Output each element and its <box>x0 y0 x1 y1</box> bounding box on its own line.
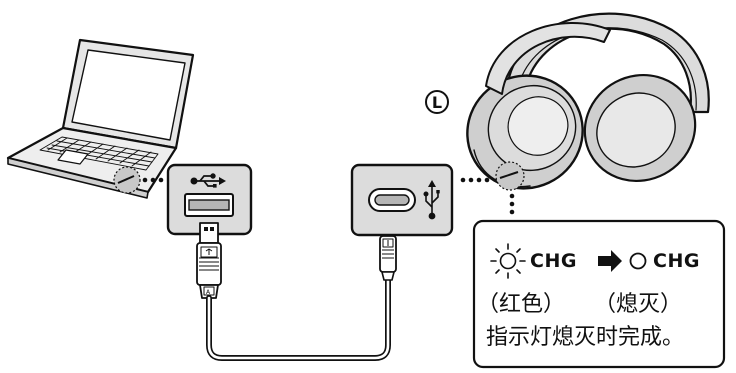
chg-label-after: CHG <box>653 250 700 272</box>
usb-cable <box>206 275 391 361</box>
indicator-off-icon <box>629 252 647 270</box>
left-side-marker: L <box>425 90 449 114</box>
completion-instruction: 指示灯熄灭时完成。 <box>486 325 685 350</box>
status-callout-box <box>472 219 726 369</box>
usb-a-plug: A <box>196 222 222 299</box>
status-leader-dots <box>509 193 515 215</box>
state-off-label: （熄灭） <box>594 292 683 317</box>
indicator-on-icon <box>490 243 526 279</box>
chg-label-before: CHG <box>530 250 577 272</box>
laptop-leader-dots <box>142 177 164 183</box>
left-side-marker-label: L <box>431 92 443 112</box>
headphones-illustration <box>466 12 710 190</box>
usb-symbol-icon <box>190 173 226 188</box>
svg-text:A: A <box>206 289 211 296</box>
usb-symbol-vertical-icon <box>423 180 440 220</box>
transition-arrow-icon <box>598 250 622 272</box>
laptop-illustration <box>6 38 195 199</box>
usb-c-port-callout <box>350 163 454 237</box>
headphone-port-highlight <box>495 161 525 191</box>
state-red-label: （红色） <box>477 292 566 317</box>
headphone-leader-dots <box>460 177 490 183</box>
usb-a-port-callout <box>166 163 253 236</box>
